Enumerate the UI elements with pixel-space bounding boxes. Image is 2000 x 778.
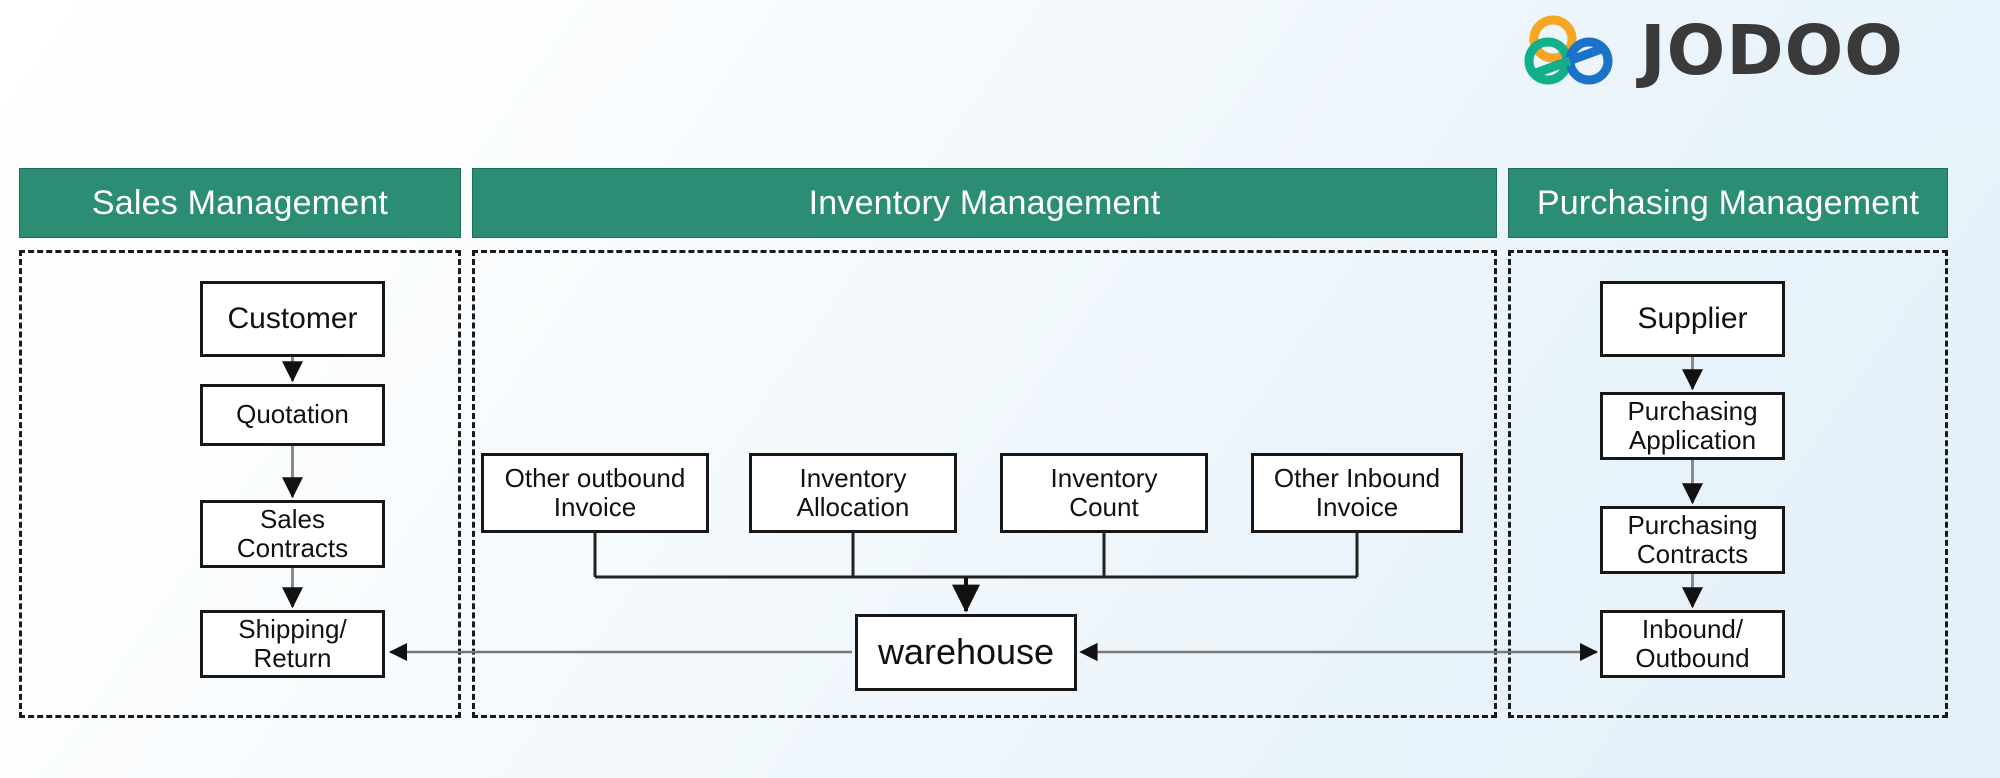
section-panel-inventory	[472, 250, 1497, 718]
node-purchasing-contracts[interactable]: Purchasing Contracts	[1600, 506, 1785, 574]
node-supplier[interactable]: Supplier	[1600, 281, 1785, 357]
section-header-sales-label: Sales Management	[91, 183, 389, 222]
node-shipping-return[interactable]: Shipping/ Return	[200, 610, 385, 678]
section-panel-purchasing	[1508, 250, 1948, 718]
section-header-sales: Sales Management	[19, 168, 461, 238]
node-customer[interactable]: Customer	[200, 281, 385, 357]
node-purchasing-application[interactable]: Purchasing Application	[1600, 392, 1785, 460]
section-header-inventory-label: Inventory Management	[808, 183, 1161, 222]
jodoo-infinity-logo-icon	[1524, 15, 1613, 85]
brand-wordmark: JODOO	[1640, 10, 1904, 91]
node-other-outbound-invoice[interactable]: Other outbound Invoice	[481, 453, 709, 533]
brand-logo: JODOO	[1520, 14, 1904, 88]
node-inbound-outbound[interactable]: Inbound/ Outbound	[1600, 610, 1785, 678]
node-inventory-allocation[interactable]: Inventory Allocation	[749, 453, 957, 533]
node-other-inbound-invoice[interactable]: Other Inbound Invoice	[1251, 453, 1463, 533]
node-inventory-count[interactable]: Inventory Count	[1000, 453, 1208, 533]
node-sales-contracts[interactable]: Sales Contracts	[200, 500, 385, 568]
node-warehouse[interactable]: warehouse	[855, 614, 1077, 691]
section-header-purchasing-label: Purchasing Management	[1536, 183, 1920, 222]
node-quotation[interactable]: Quotation	[200, 384, 385, 446]
section-panel-sales	[19, 250, 461, 718]
section-header-inventory: Inventory Management	[472, 168, 1497, 238]
section-header-purchasing: Purchasing Management	[1508, 168, 1948, 238]
